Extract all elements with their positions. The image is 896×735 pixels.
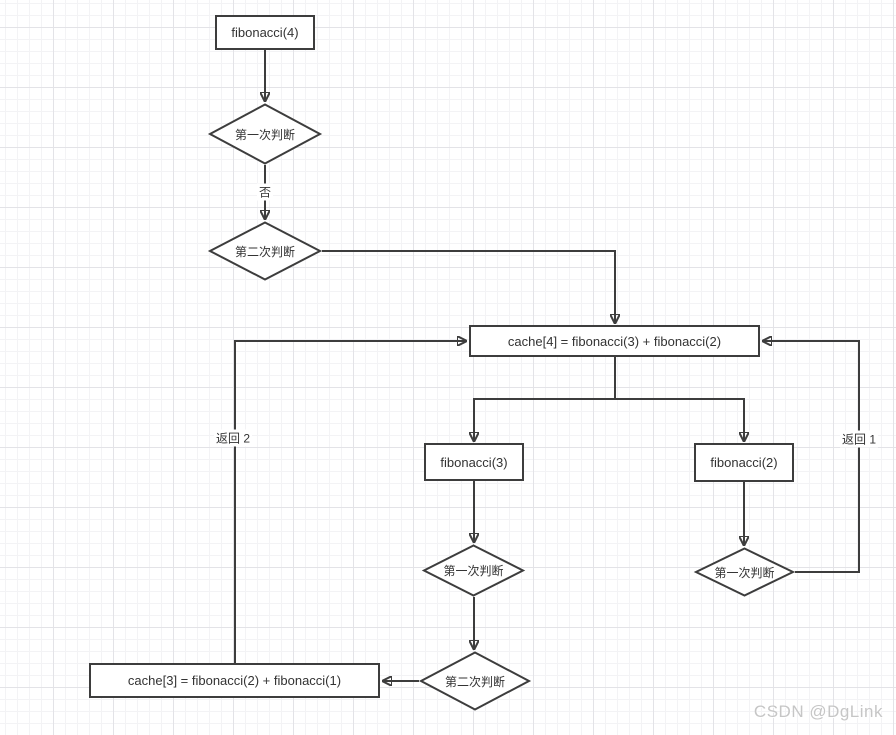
node-cache4[interactable]: cache[4] = fibonacci(3) + fibonacci(2) — [469, 325, 760, 357]
node-label: cache[3] = fibonacci(2) + fibonacci(1) — [127, 673, 342, 688]
node-label: 第一次判断 — [714, 565, 775, 580]
node-second-check-left[interactable]: 第二次判断 — [418, 651, 532, 711]
edge-cache4-to-fib2[interactable] — [615, 398, 744, 441]
diamond-shape — [421, 544, 526, 597]
edge-label-return-1: 返回 1 — [839, 430, 879, 448]
node-cache3[interactable]: cache[3] = fibonacci(2) + fibonacci(1) — [89, 663, 380, 698]
edge-first-check-right-return-to-cache4[interactable] — [763, 341, 860, 573]
edge-cache4-to-fib3[interactable] — [474, 357, 616, 441]
node-first-check-right[interactable]: 第一次判断 — [693, 547, 796, 597]
node-label: fibonacci(4) — [231, 25, 299, 40]
node-second-check-top[interactable]: 第二次判断 — [207, 221, 323, 281]
edge-label-return-2: 返回 2 — [213, 429, 253, 447]
node-first-check-top[interactable]: 第一次判断 — [207, 103, 323, 165]
node-fibonacci-2[interactable]: fibonacci(2) — [694, 443, 794, 482]
diamond-shape — [693, 547, 796, 597]
diamond-shape — [207, 103, 323, 165]
node-fibonacci-3[interactable]: fibonacci(3) — [424, 443, 524, 481]
node-label: 第一次判断 — [234, 127, 295, 142]
node-label: fibonacci(3) — [440, 454, 508, 470]
node-first-check-left[interactable]: 第一次判断 — [421, 544, 526, 597]
diamond-shape — [418, 651, 532, 711]
node-label: cache[4] = fibonacci(3) + fibonacci(2) — [507, 333, 722, 349]
edge-second-check-to-cache4[interactable] — [322, 250, 615, 323]
node-fibonacci-4[interactable]: fibonacci(4) — [215, 15, 315, 50]
edge-label-no: 否 — [256, 183, 274, 201]
watermark: CSDN @DgLink — [753, 702, 883, 721]
node-label: 第二次判断 — [234, 244, 295, 259]
node-label: 第一次判断 — [443, 564, 504, 578]
node-label: 第二次判断 — [444, 674, 505, 689]
edge-cache3-return-to-cache4[interactable] — [234, 341, 466, 663]
diamond-shape — [207, 221, 323, 281]
node-label: fibonacci(2) — [710, 455, 778, 470]
